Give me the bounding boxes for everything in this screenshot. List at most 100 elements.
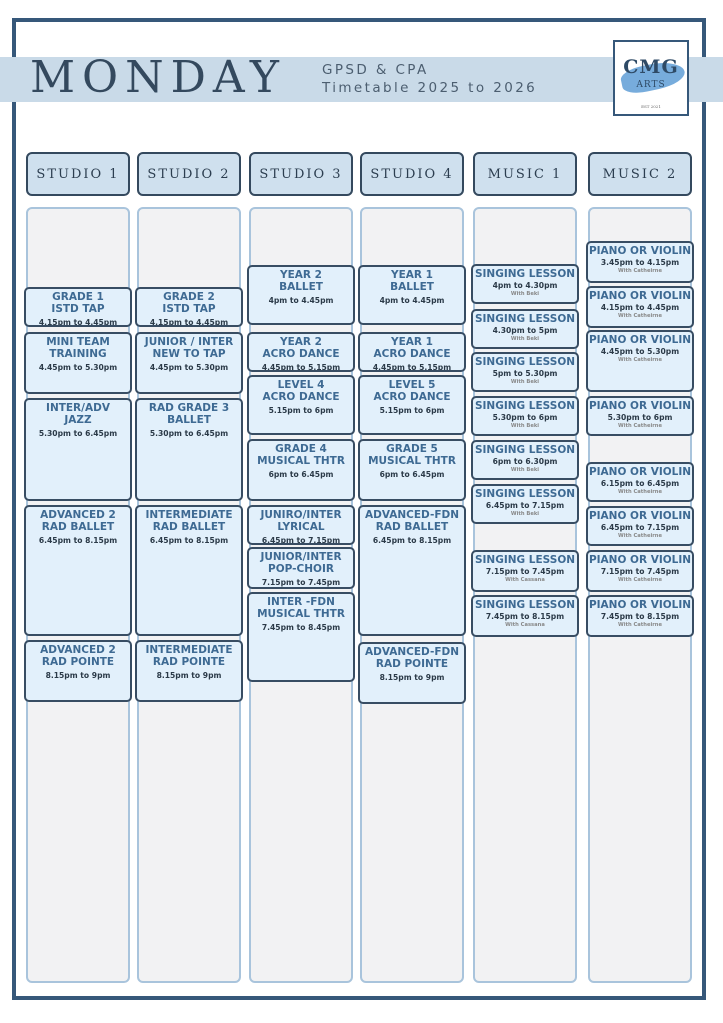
class-title: YEAR 2 ACRO DANCE bbox=[262, 336, 340, 360]
class-title: SINGING LESSON bbox=[474, 599, 576, 611]
class-title: LEVEL 5 ACRO DANCE bbox=[373, 379, 451, 403]
class-time: 6.45pm to 8.15pm bbox=[149, 536, 229, 545]
class-title: INTERMEDIATE RAD BALLET bbox=[145, 509, 233, 533]
class-teacher: With Catheirne bbox=[617, 268, 663, 274]
class-title: SINGING LESSON bbox=[474, 488, 576, 500]
class-title: PIANO OR VIOLIN bbox=[588, 466, 692, 478]
class-title: YEAR 2 BALLET bbox=[279, 269, 323, 293]
class-teacher: With Catheirne bbox=[617, 357, 663, 363]
class-time: 8.15pm to 9pm bbox=[379, 673, 445, 682]
class-teacher: With Catheirne bbox=[617, 423, 663, 429]
class-title: PIANO OR VIOLIN bbox=[588, 290, 692, 302]
class-title: SINGING LESSON bbox=[474, 313, 576, 325]
class-card: JUNIOR/INTER POP-CHOIR 7.15pm to 7.45pm bbox=[247, 547, 355, 589]
class-time: 4.45pm to 5.30pm bbox=[149, 363, 229, 372]
class-title: PIANO OR VIOLIN bbox=[588, 400, 692, 412]
class-title: JUNIRO/INTER LYRICAL bbox=[260, 509, 342, 533]
class-time: 5pm to 5.30pm bbox=[492, 369, 558, 378]
class-card: GRADE 1 ISTD TAP 4.15pm to 4.45pm bbox=[24, 287, 132, 327]
class-teacher: With Beki bbox=[510, 423, 540, 429]
class-time: 6.15pm to 6.45pm bbox=[600, 479, 680, 488]
class-teacher: With Catheirne bbox=[617, 533, 663, 539]
class-title: YEAR 1 ACRO DANCE bbox=[373, 336, 451, 360]
class-title: SINGING LESSON bbox=[474, 400, 576, 412]
class-teacher: With Beki bbox=[510, 379, 540, 385]
class-title: JUNIOR/INTER POP-CHOIR bbox=[260, 551, 342, 575]
class-teacher: With Cassana bbox=[505, 622, 545, 628]
class-title: GRADE 1 ISTD TAP bbox=[51, 291, 105, 315]
class-time: 4pm to 4.45pm bbox=[268, 296, 334, 305]
class-teacher: With Catheirne bbox=[617, 622, 663, 628]
school-names: GPSD & CPA bbox=[322, 62, 429, 78]
class-time: 7.15pm to 7.45pm bbox=[261, 578, 341, 587]
class-teacher: With Catheirne bbox=[617, 489, 663, 495]
class-teacher: With Beki bbox=[510, 336, 540, 342]
class-time: 4.15pm to 4.45pm bbox=[38, 318, 118, 327]
class-time: 7.15pm to 7.45pm bbox=[485, 567, 565, 576]
class-title: PIANO OR VIOLIN bbox=[588, 334, 692, 346]
title-banner bbox=[0, 57, 723, 102]
class-time: 8.15pm to 9pm bbox=[45, 671, 111, 680]
class-time: 8.15pm to 9pm bbox=[156, 671, 222, 680]
class-title: ADVANCED 2 RAD POINTE bbox=[40, 644, 116, 668]
class-card: ADVANCED 2 RAD POINTE 8.15pm to 9pm bbox=[24, 640, 132, 702]
day-title: MONDAY bbox=[30, 52, 286, 103]
class-time: 3.45pm to 4.15pm bbox=[600, 258, 680, 267]
class-time: 6.45pm to 8.15pm bbox=[38, 536, 118, 545]
class-teacher: With Beki bbox=[510, 467, 540, 473]
class-teacher: With Beki bbox=[510, 291, 540, 297]
class-time: 4.45pm to 5.30pm bbox=[38, 363, 118, 372]
class-title: SINGING LESSON bbox=[474, 268, 576, 280]
class-title: GRADE 4 MUSICAL THTR bbox=[257, 443, 345, 467]
class-title: INTER -FDN MUSICAL THTR bbox=[257, 596, 345, 620]
class-card: ADVANCED 2 RAD BALLET 6.45pm to 8.15pm bbox=[24, 505, 132, 636]
class-time: 4.45pm to 5.15pm bbox=[372, 363, 452, 372]
class-time: 4.30pm to 5pm bbox=[492, 326, 558, 335]
class-title: ADVANCED 2 RAD BALLET bbox=[40, 509, 116, 533]
class-title: GRADE 2 ISTD TAP bbox=[162, 291, 216, 315]
class-time: 7.45pm to 8.15pm bbox=[485, 612, 565, 621]
class-title: SINGING LESSON bbox=[474, 554, 576, 566]
class-time: 4.45pm to 5.15pm bbox=[261, 363, 341, 372]
column-header-studio-1: STUDIO 1 bbox=[26, 152, 130, 196]
class-title: PIANO OR VIOLIN bbox=[588, 554, 692, 566]
class-title: LEVEL 4 ACRO DANCE bbox=[262, 379, 340, 403]
class-title: PIANO OR VIOLIN bbox=[588, 510, 692, 522]
logo-main-text: CMG bbox=[623, 56, 679, 78]
class-time: 5.30pm to 6pm bbox=[492, 413, 558, 422]
class-title: PIANO OR VIOLIN bbox=[588, 599, 692, 611]
class-title: SINGING LESSON bbox=[474, 444, 576, 456]
class-time: 6pm to 6.30pm bbox=[492, 457, 558, 466]
class-title: GRADE 5 MUSICAL THTR bbox=[368, 443, 456, 467]
column-header-music-1: MUSIC 1 bbox=[473, 152, 577, 196]
class-teacher: With Cassana bbox=[505, 577, 545, 583]
class-teacher: With Catheirne bbox=[617, 577, 663, 583]
class-teacher: With Beki bbox=[510, 511, 540, 517]
class-time: 7.15pm to 7.45pm bbox=[600, 567, 680, 576]
class-time: 7.45pm to 8.45pm bbox=[261, 623, 341, 632]
class-card: YEAR 1 ACRO DANCE 4.45pm to 5.15pm bbox=[358, 332, 466, 372]
